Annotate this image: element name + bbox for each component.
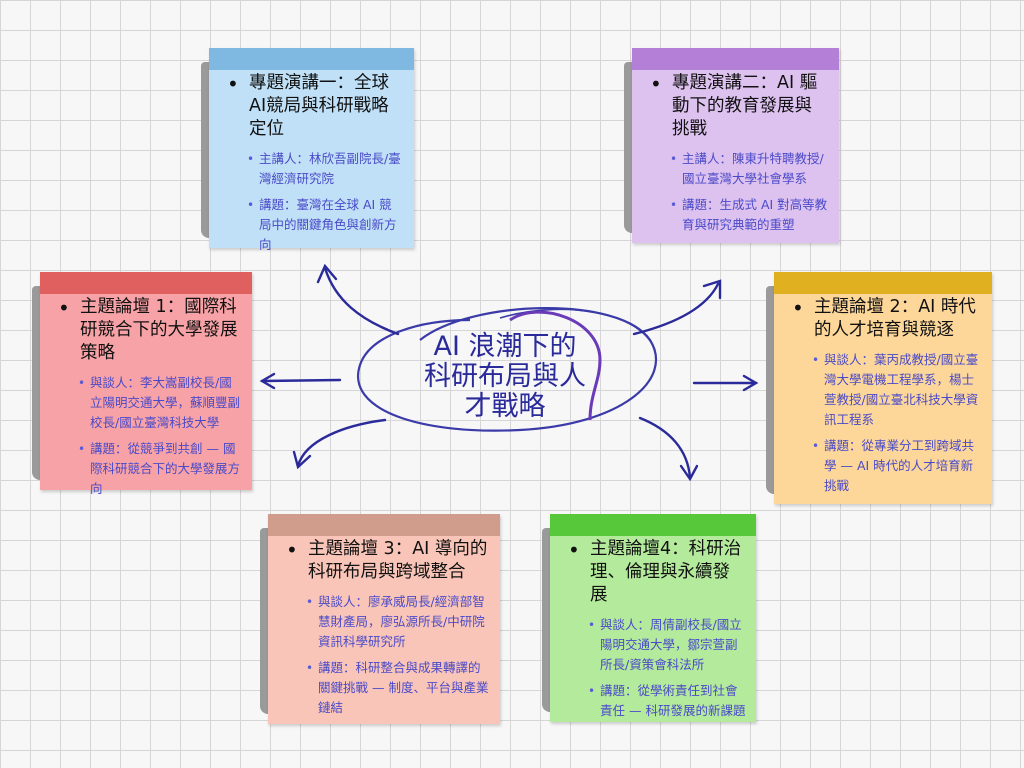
note-detail: 講題：從競爭到共創 — 國際科研競合下的大學發展方向 — [90, 441, 241, 496]
arrowhead-forum-3 — [292, 450, 312, 470]
arrow-to-forum-3 — [296, 418, 387, 468]
bullet-icon: • — [247, 198, 255, 212]
arrow-to-keynote-1 — [323, 266, 400, 336]
note-detail: 與談人：廖承威局長/經濟部智慧財產局，廖弘源所長/中研院資訊科學研究所 — [318, 594, 485, 649]
note-title: 專題演講二：AI 驅動下的教育發展與挑戰 — [672, 73, 818, 139]
bullet-icon: • — [568, 538, 580, 562]
bullet-icon: • — [78, 376, 86, 390]
note-detail: 講題：從學術責任到社會責任 — 科研發展的新課題 — [600, 683, 746, 718]
note-paper — [550, 514, 756, 722]
note-detail: 與談人：葉丙成教授/國立臺灣大學電機工程學系，楊士萱教授/國立臺北科技大學資訊工… — [824, 352, 979, 427]
bullet-icon: • — [227, 72, 239, 96]
bullet-icon: • — [792, 296, 804, 320]
note-forum-3: • 主題論壇 3：AI 導向的科研布局與跨域整合 • 與談人：廖承威局長/經濟部智… — [260, 514, 500, 724]
bullet-icon: • — [286, 538, 298, 562]
arrowhead-keynote-1 — [316, 263, 338, 284]
arrowhead-forum-4 — [679, 464, 699, 482]
bullet-icon: • — [812, 439, 820, 453]
note-paper — [268, 514, 500, 724]
note-keynote-2: • 專題演講二：AI 驅動下的教育發展與挑戰 • 主講人：陳東升特聘教授/國立臺灣… — [624, 48, 839, 243]
note-detail: 與談人：李大嵩副校長/國立陽明交通大學，蘇順豐副校長/國立臺灣科技大學 — [90, 375, 241, 430]
note-title: 主題論壇 1：國際科研競合下的大學發展策略 — [80, 297, 238, 363]
note-paper — [632, 48, 839, 243]
arrow-to-forum-4 — [638, 416, 692, 480]
note-detail: 講題：從專業分工到跨域共學 — AI 時代的人才培育新挑戰 — [824, 438, 975, 493]
note-tape — [774, 272, 992, 294]
central-topic: AI 浪潮下的 科研布局與人 才戰略 — [395, 332, 615, 422]
bullet-icon: • — [306, 661, 314, 675]
bullet-icon: • — [670, 198, 678, 212]
note-title: 主題論壇 2：AI 時代的人才培育與競逐 — [814, 297, 976, 340]
arrowhead-keynote-2 — [702, 279, 722, 300]
arrow-to-keynote-2 — [632, 282, 720, 336]
bullet-icon: • — [670, 152, 678, 166]
note-detail: 主講人：陳東升特聘教授/國立臺灣大學社會學系 — [682, 151, 824, 186]
bullet-icon: • — [306, 595, 314, 609]
bullet-icon: • — [58, 296, 70, 320]
bullet-icon: • — [588, 684, 596, 698]
note-detail: 與談人：周倩副校長/國立陽明交通大學，鄒宗萱副所長/資策會科法所 — [600, 617, 742, 672]
bullet-icon: • — [650, 72, 662, 96]
central-topic-line-2: 科研布局與人 — [424, 361, 586, 392]
note-tape — [40, 272, 252, 294]
note-forum-1: • 主題論壇 1：國際科研競合下的大學發展策略 • 與談人：李大嵩副校長/國立陽明… — [32, 272, 252, 496]
note-tape — [268, 514, 500, 536]
note-tape — [550, 514, 756, 536]
note-detail: 主講人：林欣吾副院長/臺灣經濟研究院 — [259, 151, 401, 186]
arrow-to-forum-1 — [260, 378, 342, 383]
bullet-icon: • — [588, 618, 596, 632]
note-paper — [774, 272, 992, 504]
note-detail: 講題：科研整合與成果轉譯的關鍵挑戰 — 制度、平台與產業鏈結 — [318, 660, 489, 715]
note-title: 主題論壇 3：AI 導向的科研布局與跨域整合 — [308, 539, 488, 582]
note-forum-4: • 主題論壇4：科研治理、倫理與永續發展 • 與談人：周倩副校長/國立陽明交通大學… — [542, 514, 756, 722]
arrowhead-forum-1 — [259, 372, 276, 390]
bullet-icon: • — [78, 442, 86, 456]
note-detail: 講題：臺灣在全球 AI 競局中的關鍵角色與創新方向 — [259, 197, 397, 252]
note-tape — [209, 48, 414, 70]
note-paper — [209, 48, 414, 248]
note-forum-2: • 主題論壇 2：AI 時代的人才培育與競逐 • 與談人：葉丙成教授/國立臺灣大學… — [766, 272, 992, 504]
note-keynote-1: • 專題演講一：全球AI競局與科研戰略定位 • 主講人：林欣吾副院長/臺灣經濟研究… — [201, 48, 414, 252]
arrowhead-forum-2 — [742, 374, 759, 392]
note-title: 專題演講一：全球AI競局與科研戰略定位 — [249, 73, 389, 139]
bullet-icon: • — [247, 152, 255, 166]
note-title: 主題論壇4：科研治理、倫理與永續發展 — [590, 539, 742, 605]
note-tape — [632, 48, 839, 70]
central-topic-line-1: AI 浪潮下的 — [433, 331, 577, 362]
central-topic-line-3: 才戰略 — [464, 391, 546, 422]
center-swirl — [509, 310, 602, 421]
note-detail: 講題：生成式 AI 對高等教育與研究典範的重塑 — [682, 197, 828, 232]
bullet-icon: • — [812, 353, 820, 367]
note-paper — [40, 272, 252, 490]
